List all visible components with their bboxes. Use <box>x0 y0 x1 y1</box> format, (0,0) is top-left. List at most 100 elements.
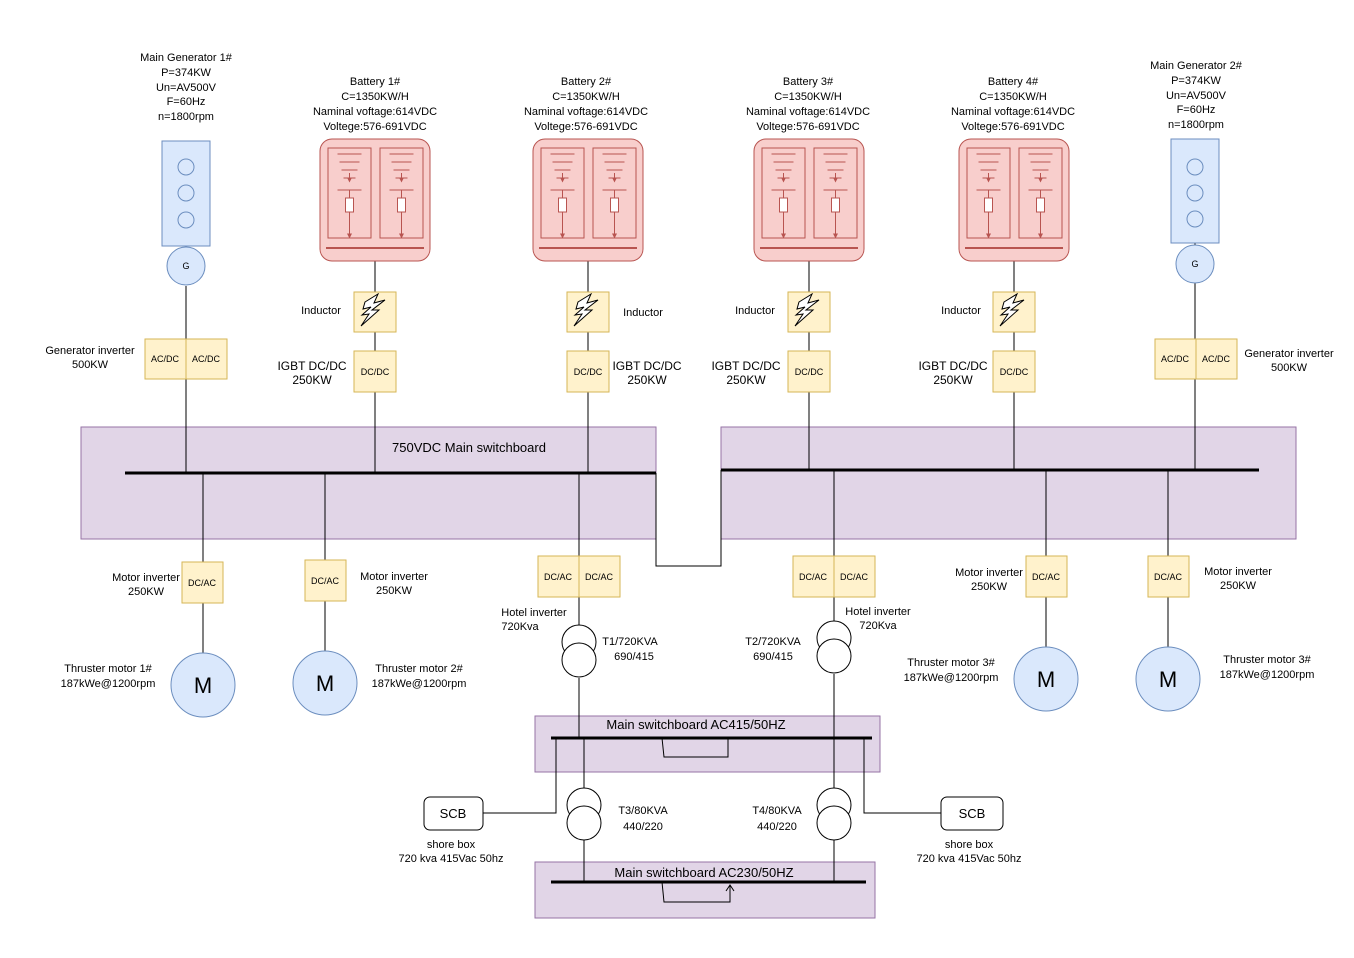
inductor-4: Inductor <box>941 291 1036 333</box>
thruster-rating: 187kWe@1200rpm <box>372 678 467 690</box>
battery-name: Battery 4# <box>988 76 1039 88</box>
motor-symbol-label: M <box>1159 667 1177 692</box>
transformer-name: T4/80KVA <box>752 805 802 817</box>
shore-box-label: SCB <box>440 806 467 821</box>
battery-voltage-range: Voltege:576-691VDC <box>756 121 859 133</box>
shore-box-label: SCB <box>959 806 986 821</box>
transformer-coil <box>816 638 852 674</box>
engine-cylinder <box>1186 184 1204 202</box>
battery-capacity: C=1350KW/H <box>552 91 620 103</box>
inverter-box-label: AC/DC <box>151 354 180 364</box>
battery-pack-3 <box>753 138 865 262</box>
thruster-rating: 187kWe@1200rpm <box>904 672 999 684</box>
battery-name: Battery 2# <box>561 76 612 88</box>
shore-box-name: shore box <box>945 839 994 851</box>
igbt-name: IGBT DC/DC <box>918 359 987 373</box>
battery-2-labels: Battery 2# C=1350KW/H Naminal voftage:61… <box>524 76 648 133</box>
battery-module <box>540 147 585 239</box>
transformer-coil <box>566 805 602 841</box>
shore-box-1: SCB shore box 720 kva 415Vac 50hz <box>399 796 503 865</box>
thruster-rating: 187kWe@1200rpm <box>61 678 156 690</box>
inductor-label: Inductor <box>735 305 775 317</box>
generator-voltage: Un=AV500V <box>1166 90 1227 102</box>
lightning-icon <box>794 292 820 327</box>
motor-inverter-rating: 250KW <box>128 586 165 598</box>
battery-module <box>327 147 372 239</box>
transformer-coil <box>816 805 852 841</box>
inverter-name: Generator inverter <box>1244 348 1334 360</box>
generator-speed: n=1800rpm <box>1168 119 1224 131</box>
transformer-t4: T4/80KVA 440/220 <box>752 787 852 841</box>
battery-module <box>761 147 806 239</box>
generator-voltage: Un=AV500V <box>156 82 217 94</box>
motor-symbol-label: M <box>194 673 212 698</box>
igbt-dcdc-3: DC/DC IGBT DC/DC 250KW <box>711 350 831 393</box>
motor-inverter-box-label: DC/AC <box>311 576 340 586</box>
thruster-name: Thruster motor 3# <box>1223 654 1311 666</box>
shore-box-2: SCB shore box 720 kva 415Vac 50hz <box>917 796 1021 865</box>
igbt-rating: 250KW <box>933 373 973 387</box>
inverter-name: Generator inverter <box>45 345 135 357</box>
thruster-rating: 187kWe@1200rpm <box>1220 669 1315 681</box>
hotel-inverter-box-label: DC/AC <box>840 572 869 582</box>
transformer-name: T3/80KVA <box>618 805 668 817</box>
ac415-switchboard-label: Main switchboard AC415/50HZ <box>606 717 785 732</box>
igbt-rating: 250KW <box>627 373 667 387</box>
hotel-inverter-box-label: DC/AC <box>544 572 573 582</box>
transformer-t2: T2/720KVA 690/415 <box>745 620 852 674</box>
generator-frequency: F=60Hz <box>1177 104 1216 116</box>
igbt-name: IGBT DC/DC <box>711 359 780 373</box>
transformer-t3: T3/80KVA 440/220 <box>566 787 668 841</box>
thruster-name: Thruster motor 2# <box>375 663 463 675</box>
transformer-ratio: 440/220 <box>757 821 797 833</box>
motor-symbol-label: M <box>316 671 334 696</box>
batteries <box>319 138 1070 262</box>
lightning-icon <box>573 292 599 327</box>
generator-symbol-label: G <box>1191 259 1198 269</box>
motor-symbol <box>1013 646 1079 712</box>
thruster-name: Thruster motor 3# <box>907 657 995 669</box>
battery-module <box>592 147 637 239</box>
battery-4-labels: Battery 4# C=1350KW/H Naminal voftage:61… <box>951 76 1075 133</box>
generator-frequency: F=60Hz <box>167 96 206 108</box>
transformer-ratio: 690/415 <box>753 651 793 663</box>
motor-symbol-label: M <box>1037 667 1055 692</box>
engine-cylinder <box>1186 158 1204 176</box>
lightning-icon <box>360 292 386 327</box>
motor-symbol <box>170 652 236 718</box>
shore-box-name: shore box <box>427 839 476 851</box>
igbt-rating: 250KW <box>292 373 332 387</box>
battery-nominal-voltage: Naminal voftage:614VDC <box>746 106 870 118</box>
dc-switchboard-right <box>720 426 1297 540</box>
igbt-dcdc-1: DC/DC IGBT DC/DC 250KW <box>277 350 397 393</box>
transformer-ratio: 690/415 <box>614 651 654 663</box>
igbt-rating: 250KW <box>726 373 766 387</box>
igbt-box-label: DC/DC <box>1000 367 1029 377</box>
motor-inverter-name: Motor inverter <box>112 572 180 584</box>
igbt-box-label: DC/DC <box>574 367 603 377</box>
engine-cylinder <box>177 211 195 229</box>
main-generator-1: Main Generator 1# P=374KW Un=AV500V F=60… <box>140 52 233 286</box>
motor-inverter-2: DC/AC Motor inverter 250KW <box>304 559 428 602</box>
generator-power: P=374KW <box>1171 75 1221 87</box>
engine-cylinder <box>1186 210 1204 228</box>
motor-symbol <box>292 650 358 716</box>
generator-power: P=374KW <box>161 67 211 79</box>
battery-nominal-voltage: Naminal voftage:614VDC <box>313 106 437 118</box>
battery-1-labels: Battery 1# C=1350KW/H Naminal voftage:61… <box>313 76 437 133</box>
generator-symbol <box>166 246 206 286</box>
hotel-inverter-name: Hotel inverter <box>845 606 911 618</box>
thruster-motor-4: M Thruster motor 3# 187kWe@1200rpm <box>1135 646 1315 712</box>
motor-inverter-rating: 250KW <box>376 585 413 597</box>
generator-name: Main Generator 2# <box>1150 60 1243 72</box>
hotel-inverter-rating: 720Kva <box>859 620 897 632</box>
dc-switchboard-left <box>80 426 657 540</box>
motor-inverter-3: DC/AC Motor inverter 250KW <box>955 555 1068 598</box>
battery-pack-2 <box>532 138 644 262</box>
motor-inverter-name: Motor inverter <box>1204 566 1272 578</box>
hotel-inverter-rating: 720Kva <box>501 621 539 633</box>
inverter-box-label: AC/DC <box>192 354 221 364</box>
battery-name: Battery 3# <box>783 76 834 88</box>
generator-name: Main Generator 1# <box>140 52 233 64</box>
